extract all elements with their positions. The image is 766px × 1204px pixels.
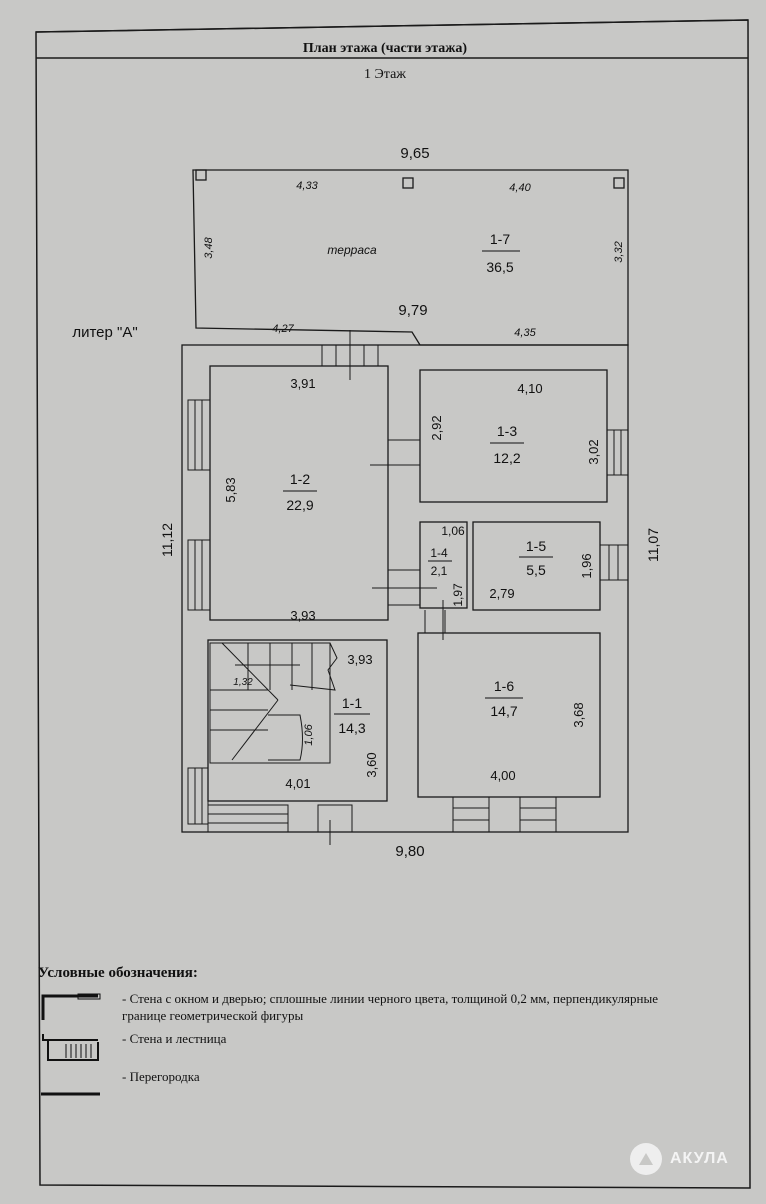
dim-terrace-bottom-left: 4,27: [272, 323, 294, 335]
dim-bottom-total: 9,80: [395, 843, 424, 860]
terrace-post: [613, 177, 625, 189]
dim-terrace-right: 3,32: [613, 241, 625, 262]
room-area: 2,1: [431, 564, 448, 578]
legend: Условные обозначения: - Стена с окном и …: [38, 965, 678, 1106]
dim: 4,01: [285, 776, 310, 791]
shark-logo-icon: [630, 1143, 662, 1175]
room-area: 36,5: [486, 259, 513, 275]
dim-terrace-top-right: 4,40: [509, 182, 531, 194]
legend-title: Условные обозначения:: [38, 965, 198, 981]
dim: 4,00: [490, 768, 515, 783]
room-area: 12,2: [493, 450, 520, 466]
room-id: 1-6: [494, 678, 514, 694]
terrace-label: терраса: [327, 243, 377, 257]
room-area: 14,3: [338, 720, 365, 736]
dim: 5,83: [223, 477, 238, 502]
wall-stairs-icon: [42, 1034, 99, 1061]
terrace-post: [195, 169, 207, 181]
room-area: 5,5: [526, 562, 546, 578]
watermark: АКУЛА: [630, 1143, 729, 1175]
room-id: 1-7: [490, 231, 510, 247]
dim-terrace-top-left: 4,33: [296, 180, 318, 192]
outer-wall: [181, 344, 629, 833]
dim: 3,93: [290, 608, 315, 623]
dim: 1,96: [579, 553, 594, 578]
liter-label: литер "А": [72, 324, 137, 341]
dim: 3,68: [571, 702, 586, 727]
dim: 3,91: [290, 376, 315, 391]
floor-label: 1 Этаж: [364, 67, 406, 82]
dim: 2,92: [429, 415, 444, 440]
dim: 1,06: [303, 723, 315, 745]
legend-item: - Стена с окном и дверью; сплошные линии…: [38, 990, 678, 1024]
dim: 3,60: [364, 752, 379, 777]
dim-left-total: 11,12: [159, 523, 175, 557]
dim: 1,06: [441, 524, 465, 538]
building-plan: [181, 169, 629, 845]
header-line-top: [35, 19, 749, 33]
room-id: 1-2: [290, 471, 310, 487]
room-id: 1-4: [430, 546, 448, 560]
dim: 1,32: [233, 677, 253, 688]
dim-right-total: 11,07: [645, 528, 661, 562]
wall-window-door-icon: [41, 993, 101, 1020]
room-area: 14,7: [490, 703, 517, 719]
legend-text: - Стена и лестница: [122, 1031, 227, 1046]
room-1-1-outline: [207, 639, 388, 802]
legend-text: - Стена с окном и дверью; сплошные линии…: [122, 991, 658, 1023]
dim: 4,10: [517, 381, 542, 396]
dim: 3,02: [586, 439, 601, 464]
dim: 3,93: [347, 652, 372, 667]
dim: 2,79: [489, 586, 514, 601]
terrace-post: [402, 177, 414, 189]
room-1-6-outline: [417, 632, 601, 798]
dim-terrace-left: 3,48: [203, 236, 215, 258]
doors: [329, 330, 446, 845]
legend-item: - Стена и лестница: [38, 1030, 678, 1062]
legend-text: - Перегородка: [122, 1069, 200, 1084]
room-1-2-outline: [209, 365, 389, 621]
dim-terrace-mid: 9,79: [398, 302, 427, 319]
room-id: 1-1: [342, 695, 362, 711]
partition-icon: [41, 1092, 100, 1096]
room-id: 1-3: [497, 423, 517, 439]
room-area: 22,9: [286, 497, 313, 513]
watermark-text: АКУЛА: [670, 1150, 729, 1167]
legend-item: - Перегородка: [38, 1068, 678, 1100]
dim-terrace-bottom-right: 4,35: [514, 327, 536, 339]
dim: 1,97: [451, 583, 465, 607]
dim-top-total: 9,65: [400, 145, 429, 162]
room-id: 1-5: [526, 538, 546, 554]
staircase: [209, 642, 338, 764]
plan-title: План этажа (части этажа): [303, 41, 468, 56]
